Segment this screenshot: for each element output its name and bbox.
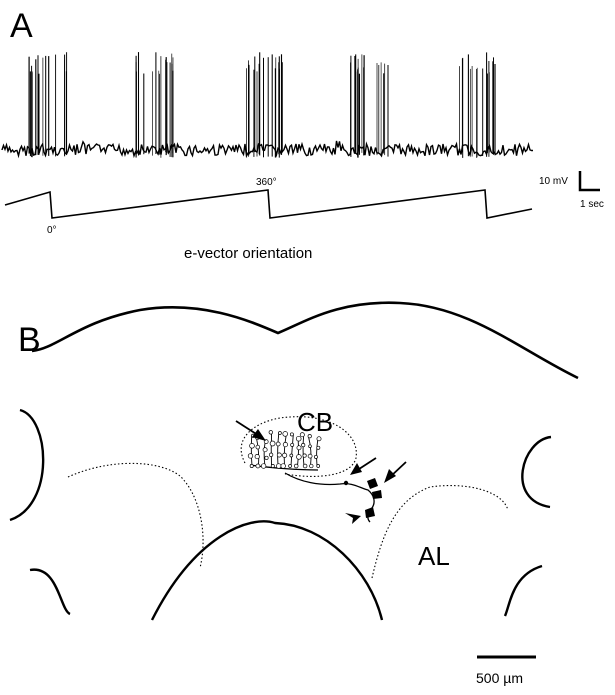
- terminal-bleb: [255, 454, 259, 458]
- dendrite-branch: [264, 442, 265, 466]
- stimulus-caption: e-vector orientation: [184, 245, 312, 262]
- dendrite-branch: [291, 434, 293, 466]
- terminal-bleb: [250, 443, 255, 448]
- terminal-bleb: [317, 465, 320, 468]
- left-neuropil-contour: [68, 463, 203, 568]
- varicosity-1: [367, 478, 378, 489]
- terminal-bleb: [269, 453, 273, 457]
- terminal-bleb: [317, 437, 321, 441]
- panel-b-letter: B: [18, 321, 41, 359]
- terminal-bleb: [297, 446, 301, 450]
- terminal-bleb: [302, 443, 305, 446]
- spike-burst: [29, 52, 67, 157]
- terminal-bleb: [290, 433, 293, 436]
- terminal-bleb: [270, 441, 275, 446]
- terminal-bleb: [308, 435, 311, 438]
- dendrite-branch: [317, 439, 318, 466]
- left-upper-outline: [10, 410, 43, 520]
- arrow-varicosity-left: [350, 458, 376, 475]
- varicosity-2: [372, 490, 382, 499]
- terminal-bleb: [282, 453, 286, 457]
- terminal-bleb: [289, 465, 292, 468]
- spike-burst: [351, 54, 388, 157]
- panel-a-letter: A: [10, 7, 33, 45]
- arrowhead-marker: [345, 513, 361, 524]
- terminal-bleb: [276, 464, 281, 469]
- terminal-bleb: [303, 454, 306, 457]
- phase-label-360: 360°: [256, 177, 277, 188]
- terminal-bleb: [310, 464, 314, 468]
- terminal-bleb: [276, 442, 280, 446]
- spike-burst: [247, 52, 283, 157]
- right-upper-outline: [522, 437, 551, 507]
- recording-scale-bar: [580, 171, 600, 190]
- terminal-bleb: [283, 432, 288, 437]
- terminal-bleb: [296, 436, 301, 441]
- varicosity-3: [365, 507, 375, 518]
- terminal-bleb: [271, 464, 274, 467]
- esophagus-arch: [152, 521, 382, 620]
- terminal-bleb: [263, 448, 267, 452]
- terminal-bleb: [248, 454, 253, 459]
- terminal-bleb: [300, 433, 304, 437]
- terminal-bleb: [269, 431, 273, 435]
- terminal-bleb: [308, 454, 312, 458]
- terminal-bleb: [256, 445, 260, 449]
- terminal-bleb: [303, 464, 307, 468]
- neuron-axon: [285, 473, 374, 522]
- terminal-bleb: [297, 455, 302, 460]
- terminal-bleb: [281, 464, 286, 469]
- spike-burst: [459, 52, 495, 157]
- left-lower-outline: [30, 570, 70, 614]
- stimulus-sawtooth: [5, 190, 532, 218]
- arrow-varicosity-right: [384, 462, 406, 483]
- trace-baseline: [2, 141, 533, 156]
- terminal-bleb: [278, 432, 281, 435]
- dendrite-branch: [308, 436, 311, 466]
- brain-dorsal-outline: [32, 303, 578, 378]
- spike-recording-trace: [2, 52, 533, 158]
- voltage-scale-label: 10 mV: [539, 176, 568, 187]
- terminal-bleb: [265, 456, 268, 459]
- dendrite-branch: [278, 433, 279, 466]
- right-lower-outline: [505, 566, 542, 616]
- dendrite-branch: [256, 438, 258, 466]
- terminal-bleb: [277, 453, 281, 457]
- terminal-bleb: [256, 464, 260, 468]
- varicosity-4: [344, 481, 348, 485]
- dendrite-branch: [284, 434, 286, 466]
- terminal-bleb: [291, 443, 294, 446]
- antennal-lobe-label: AL: [418, 541, 450, 571]
- terminal-bleb: [283, 442, 287, 446]
- terminal-bleb: [314, 455, 317, 458]
- terminal-bleb: [309, 445, 312, 448]
- terminal-bleb: [261, 464, 266, 469]
- spike-burst: [136, 52, 173, 158]
- phase-label-0: 0°: [47, 225, 57, 236]
- terminal-bleb: [290, 454, 293, 457]
- dendrite-branch: [298, 439, 299, 466]
- time-scale-label: 1 sec: [580, 199, 604, 210]
- micrometer-scale-label: 500 µm: [476, 670, 523, 686]
- terminal-bleb: [250, 464, 253, 467]
- dendrite-branch: [251, 436, 252, 466]
- terminal-bleb: [294, 464, 298, 468]
- terminal-bleb: [317, 446, 320, 449]
- dendrite-branch: [303, 435, 304, 466]
